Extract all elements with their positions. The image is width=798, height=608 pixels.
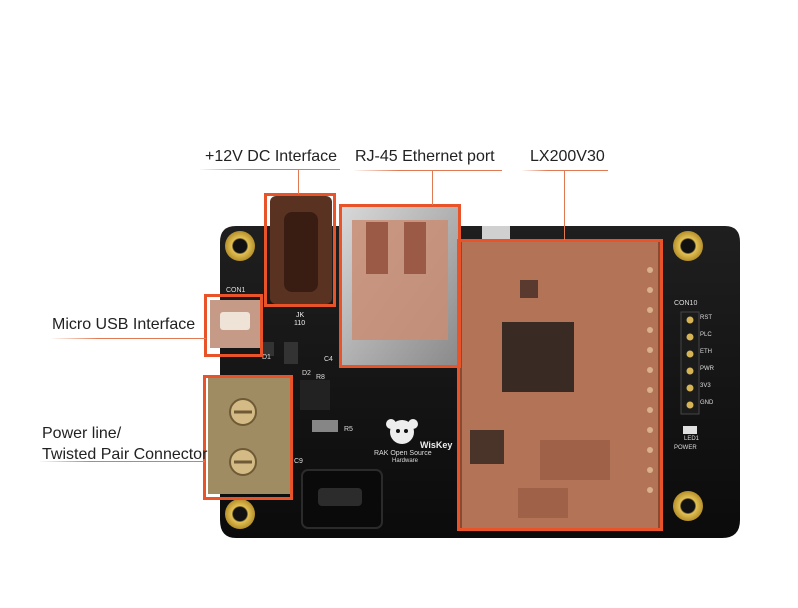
highlight-rj45	[339, 204, 461, 368]
leader-rj45-h	[354, 170, 502, 171]
silk-power: POWER	[674, 445, 697, 451]
terminal-block	[208, 378, 290, 494]
silk-con1: CON1	[226, 287, 246, 294]
mount-hole-top-left	[225, 231, 255, 261]
silk-d1: D1	[262, 354, 271, 361]
silk-r5: R5	[344, 426, 353, 433]
pin-label: GND	[700, 400, 714, 406]
silk-jk-number: 110	[294, 320, 306, 327]
label-rj45: RJ-45 Ethernet port	[355, 148, 495, 165]
highlight-micro-usb	[204, 294, 263, 357]
silk-c4: C4	[324, 356, 333, 363]
pin-label: PWR	[700, 366, 714, 372]
mount-hole-bottom-left	[225, 499, 255, 529]
silk-rak-line1: RAK Open Source	[374, 450, 432, 457]
silk-r8: R8	[316, 374, 325, 381]
leader-module-h	[522, 170, 608, 171]
highlight-terminal-block	[203, 375, 293, 500]
pin-label: 3V3	[700, 383, 711, 389]
mount-hole-top-right	[673, 231, 703, 261]
leader-dc	[298, 169, 299, 194]
silk-con10: CON10	[674, 300, 698, 307]
label-module: LX200V30	[530, 148, 605, 165]
highlight-module	[457, 239, 663, 531]
silk-rak-line2: Hardware	[392, 458, 419, 464]
leader-usb-h	[52, 338, 206, 339]
leader-module	[564, 170, 565, 240]
pin-label: ETH	[700, 349, 712, 355]
mount-hole-bottom-right	[673, 491, 703, 521]
pin-label: RST	[700, 315, 712, 321]
silk-d2: D2	[302, 370, 311, 377]
label-power-line: Power line/ Twisted Pair Connector	[42, 423, 207, 465]
silk-pin-labels: RST PLC ETH PWR 3V3 GND	[700, 315, 730, 417]
label-dc-interface: +12V DC Interface	[205, 148, 338, 165]
label-power-line-2: Twisted Pair Connector	[42, 446, 208, 463]
silk-jk: JK	[296, 312, 305, 319]
silk-brand: WisKey	[420, 440, 453, 450]
silk-led1: LED1	[684, 436, 700, 442]
leader-rj45	[432, 170, 433, 205]
silk-c9: C9	[294, 458, 303, 465]
label-micro-usb: Micro USB Interface	[52, 316, 196, 333]
leader-terminal-h	[40, 461, 205, 462]
con10-header	[680, 311, 700, 415]
leader-dc-h	[200, 169, 340, 170]
pin-label: PLC	[700, 332, 712, 338]
highlight-dc-interface	[264, 193, 336, 307]
label-power-line-1: Power line/	[42, 425, 122, 442]
